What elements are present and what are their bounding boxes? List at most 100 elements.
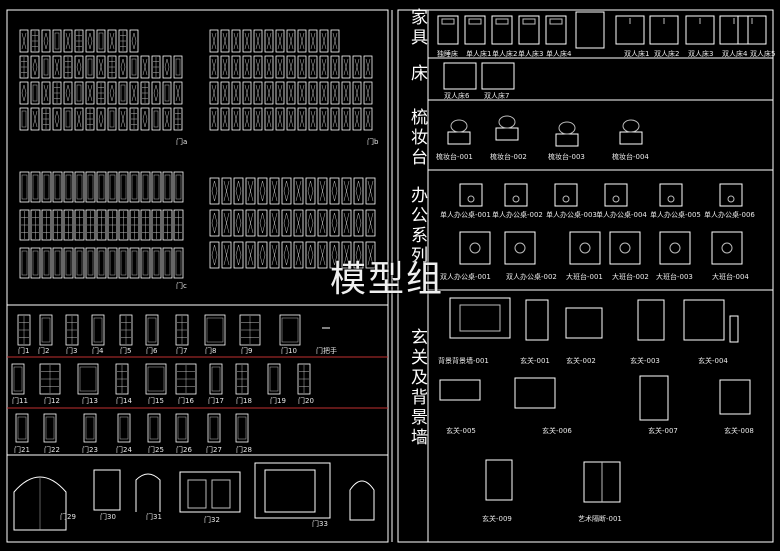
- door-row4-30: [93, 469, 121, 511]
- door-a-2-2: [41, 81, 51, 105]
- door-c-1-12: [151, 209, 162, 241]
- door-c-1-4: [63, 209, 74, 241]
- door-d-2-7: [293, 241, 304, 269]
- door-d-0-2: [233, 177, 244, 205]
- entry-008: [719, 379, 751, 415]
- label-door-c: 门c: [176, 282, 187, 290]
- door-b-1-9-pattern: [310, 58, 316, 76]
- door-b-3-11-pattern: [332, 110, 338, 128]
- door-row2-label-7: 门17: [208, 397, 224, 405]
- door-c-0-8: [107, 171, 118, 203]
- door-a-2-14: [173, 81, 183, 105]
- door-a-2-3: [52, 81, 62, 105]
- door-b-3-1: [220, 107, 230, 131]
- door-row1-10: [279, 314, 301, 346]
- door-d-1-1: [221, 209, 232, 237]
- door-b-2-9: [308, 81, 318, 105]
- door-b-1-2: [231, 55, 241, 79]
- door-row3-label-1: 门21: [14, 446, 30, 454]
- office-desk-3: [554, 183, 578, 207]
- door-c-0-3-inset: [54, 174, 61, 200]
- door-row2-1: [11, 363, 25, 395]
- door-d-0-9: [317, 177, 328, 205]
- door-b-1-4: [253, 55, 263, 79]
- door-c-0-9-inset: [120, 174, 127, 200]
- door-a-2-14-pattern: [175, 84, 181, 102]
- office-label-5: 单人办公桌-005: [650, 211, 701, 219]
- dresser-label-3: 梳妆台-003: [548, 153, 585, 161]
- entry-005: [439, 379, 481, 401]
- door-d-0-8: [305, 177, 316, 205]
- right-frame: [397, 9, 774, 543]
- label-door-a: 门a: [176, 138, 188, 146]
- office-label-2: 单人办公桌-002: [492, 211, 543, 219]
- door-b-0-10-pattern: [321, 32, 327, 50]
- door-b-0-5: [264, 29, 274, 53]
- door-row4-29: [13, 476, 67, 531]
- door-b-0-9-pattern: [310, 32, 316, 50]
- office-large-chair-6: [721, 242, 733, 254]
- door-row1-2-inset: [41, 317, 51, 343]
- door-a-1-7-pattern: [98, 58, 104, 76]
- bed-label-7: 双人床2: [654, 50, 680, 58]
- door-b-3-0: [209, 107, 219, 131]
- door-b-0-7: [286, 29, 296, 53]
- door-d-0-1-pattern: [223, 180, 230, 202]
- door-d-0-11-pattern: [343, 180, 350, 202]
- door-d-2-11: [341, 241, 352, 269]
- door-c-0-10: [129, 171, 140, 203]
- bed-pillow-5: [549, 18, 563, 25]
- door-a-1-11: [140, 55, 150, 79]
- door-row1-label-2: 门2: [38, 347, 50, 355]
- door-row2-6: [175, 363, 197, 395]
- door-b-1-11-pattern: [332, 58, 338, 76]
- door-b-3-4: [253, 107, 263, 131]
- door-b-2-9-pattern: [310, 84, 316, 102]
- dresser-mirror-1: [450, 119, 468, 133]
- door-b-2-1-pattern: [222, 84, 228, 102]
- door-c-2-6-inset: [87, 250, 94, 276]
- entry-009: [485, 459, 513, 501]
- door-a-0-6-pattern: [87, 32, 93, 50]
- door-d-0-7-pattern: [295, 180, 302, 202]
- door-row4-31: [135, 473, 161, 512]
- door-row1-label-4: 门4: [92, 347, 104, 355]
- entry-wall-001: [449, 297, 511, 339]
- door-b-1-10-pattern: [321, 58, 327, 76]
- door-b-3-8: [297, 107, 307, 131]
- door-row2-7-inset: [211, 366, 221, 392]
- door-c-1-5: [74, 209, 85, 241]
- door-row3-label-6: 门26: [176, 446, 192, 454]
- door-row2-7: [209, 363, 223, 395]
- door-row1-label-11: 门把手: [316, 347, 337, 355]
- door-row4-label-1: 门29: [60, 513, 76, 521]
- door-row3-4-inset: [119, 416, 129, 440]
- door-c-0-14: [173, 171, 184, 203]
- dresser-mirror-4: [622, 119, 640, 133]
- door-row2-label-9: 门19: [270, 397, 286, 405]
- door-b-2-2: [231, 81, 241, 105]
- door-a-0-0-pattern: [21, 32, 27, 50]
- door-d-2-4-pattern: [259, 244, 266, 266]
- door-a-1-3-pattern: [54, 58, 60, 76]
- door-a-2-6-pattern: [87, 84, 93, 102]
- door-row1-label-5: 门5: [120, 347, 132, 355]
- door-d-0-3-pattern: [247, 180, 254, 202]
- door-d-0-2-pattern: [235, 180, 242, 202]
- door-row1-label-3: 门3: [66, 347, 78, 355]
- door-d-0-5: [269, 177, 280, 205]
- door-b-0-1-pattern: [222, 32, 228, 50]
- door-a-1-1-pattern: [32, 58, 38, 76]
- door-b-3-5-pattern: [266, 110, 272, 128]
- entry-006: [514, 377, 556, 409]
- dresser-label-2: 梳妆台-002: [490, 153, 527, 161]
- door-b-2-6: [275, 81, 285, 105]
- door-row3-1-inset: [17, 416, 27, 440]
- door-row2-8: [235, 363, 249, 395]
- door-d-2-0: [209, 241, 220, 269]
- door-b-0-11: [330, 29, 340, 53]
- door-b-2-8-pattern: [299, 84, 305, 102]
- door-d-1-4-pattern: [259, 212, 266, 234]
- door-c-2-5-inset: [76, 250, 83, 276]
- bed-label-4: 单人床3: [518, 50, 544, 58]
